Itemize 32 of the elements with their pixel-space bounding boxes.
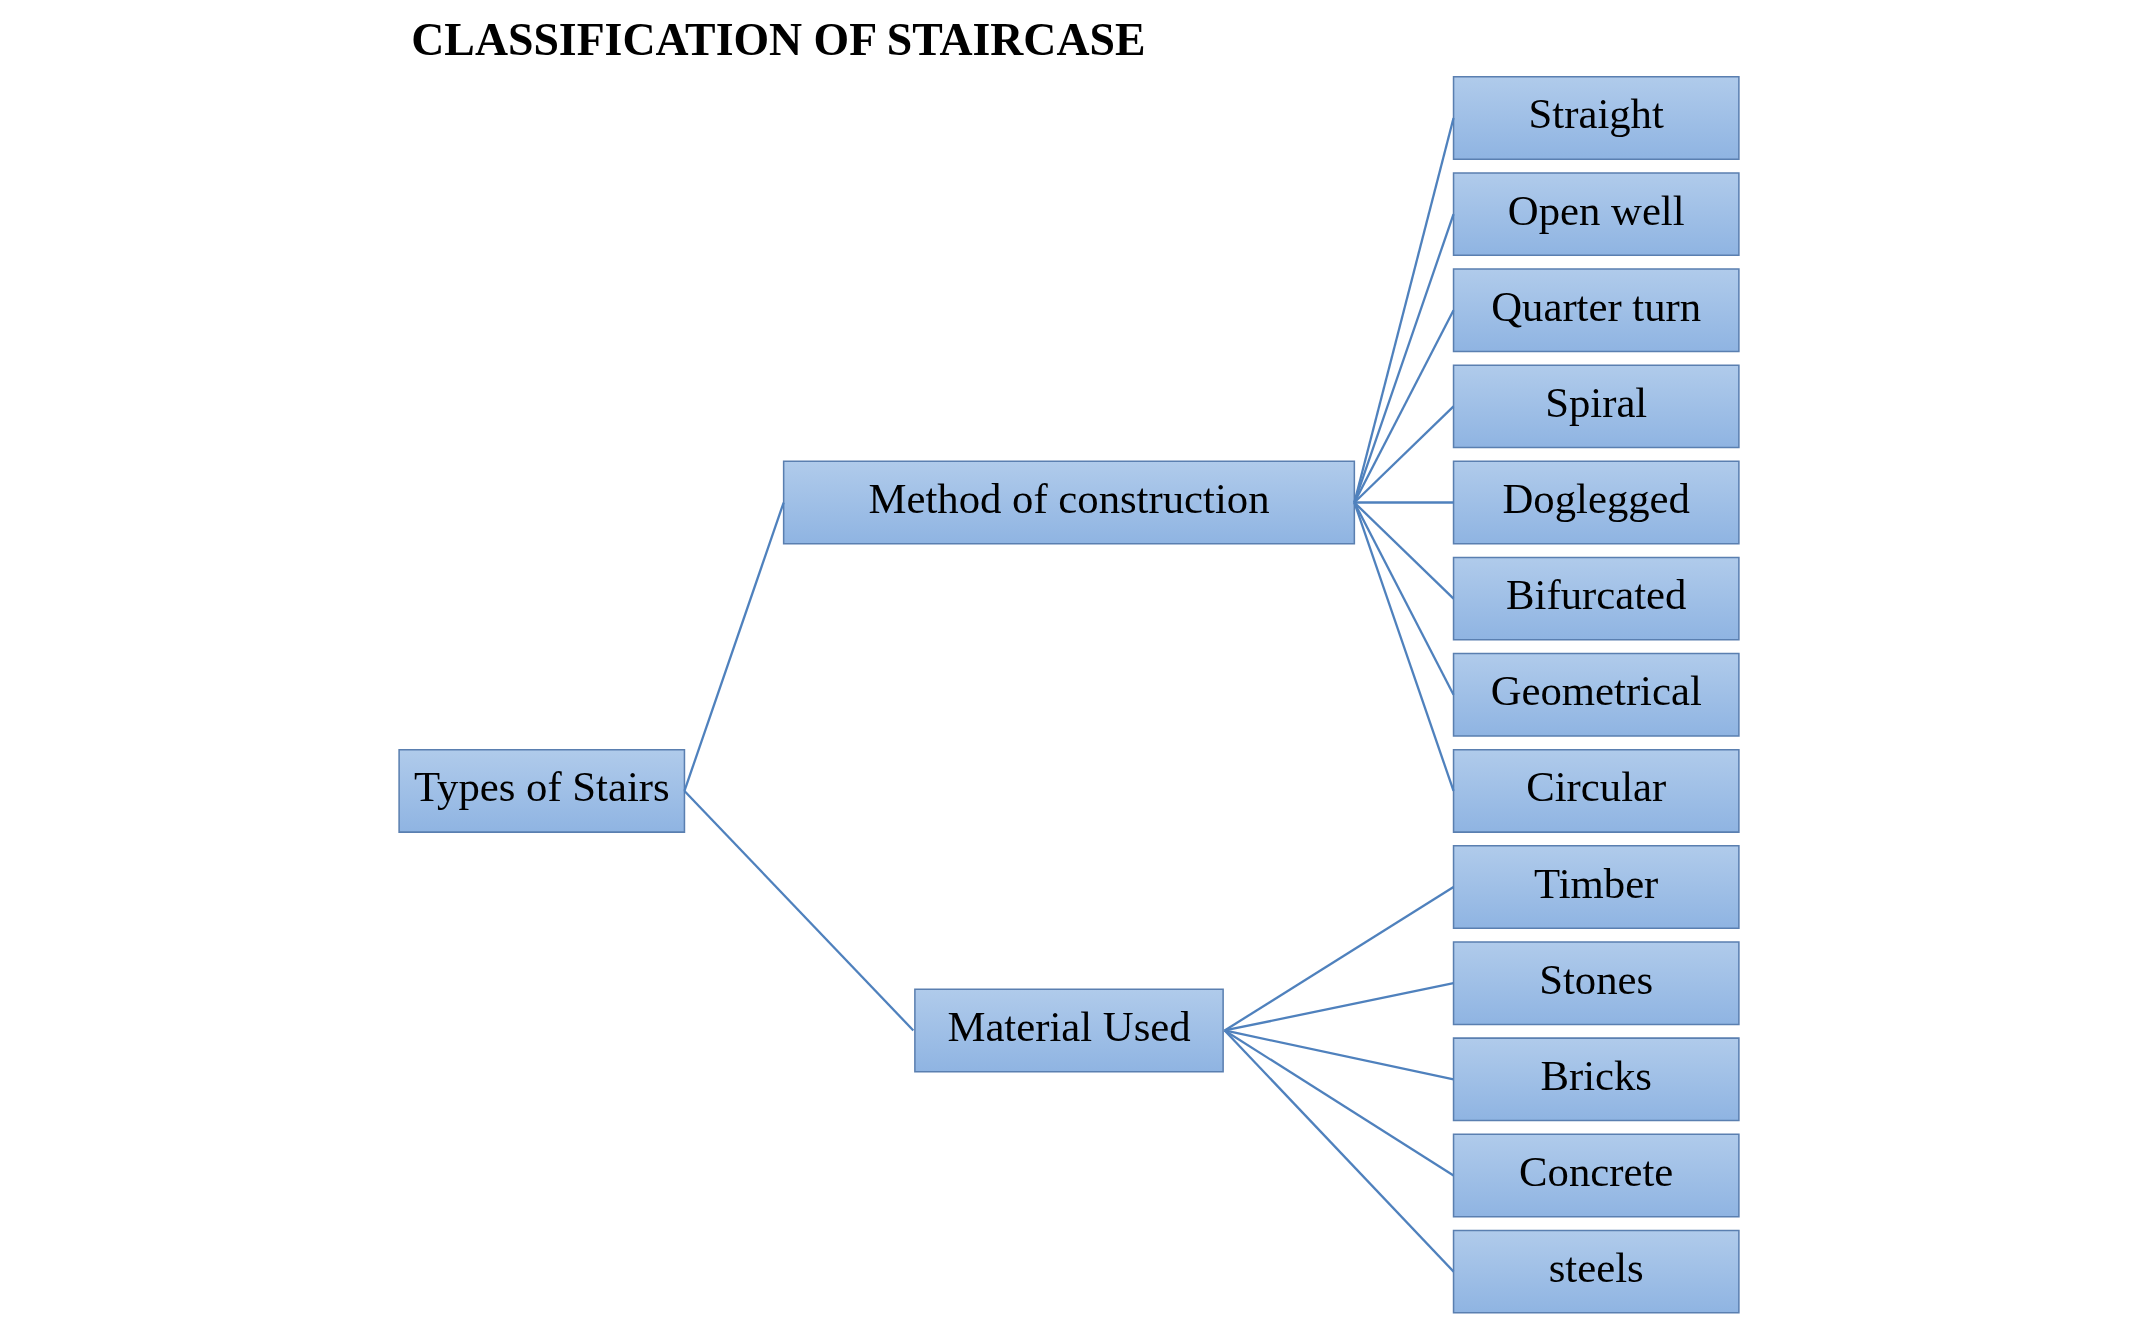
- connector: [1353, 117, 1455, 503]
- node-box: Circular: [1452, 748, 1740, 833]
- connector: [1353, 309, 1455, 504]
- connector: [683, 790, 915, 1032]
- node-box: Stones: [1452, 941, 1740, 1026]
- connector: [1224, 886, 1455, 1032]
- node-box: Doglegged: [1452, 460, 1740, 545]
- node-box: steels: [1452, 1229, 1740, 1314]
- connector: [1353, 502, 1455, 696]
- connector: [1353, 501, 1455, 600]
- connector: [1224, 982, 1454, 1032]
- connector: [1224, 1029, 1454, 1081]
- connector: [1353, 213, 1455, 503]
- node-box: Quarter turn: [1452, 268, 1740, 353]
- node-box: Timber: [1452, 845, 1740, 929]
- diagram-title: CLASSIFICATION OF STAIRCASE: [411, 14, 1146, 66]
- connector: [1224, 1029, 1455, 1177]
- connector: [1353, 405, 1455, 504]
- connector: [1223, 1029, 1455, 1273]
- connector: [1353, 502, 1455, 792]
- node-box: Straight: [1452, 76, 1740, 160]
- node-box: Types of Stairs: [398, 748, 686, 833]
- node-box: Bifurcated: [1452, 556, 1740, 641]
- node-box: Open well: [1452, 172, 1740, 257]
- node-box: Geometrical: [1452, 652, 1740, 737]
- node-box: Method of construction: [782, 460, 1356, 545]
- connector: [1354, 501, 1454, 504]
- connector: [683, 502, 785, 792]
- node-box: Material Used: [914, 988, 1224, 1073]
- node-box: Bricks: [1452, 1037, 1740, 1122]
- node-box: Concrete: [1452, 1133, 1740, 1218]
- node-box: Spiral: [1452, 364, 1740, 449]
